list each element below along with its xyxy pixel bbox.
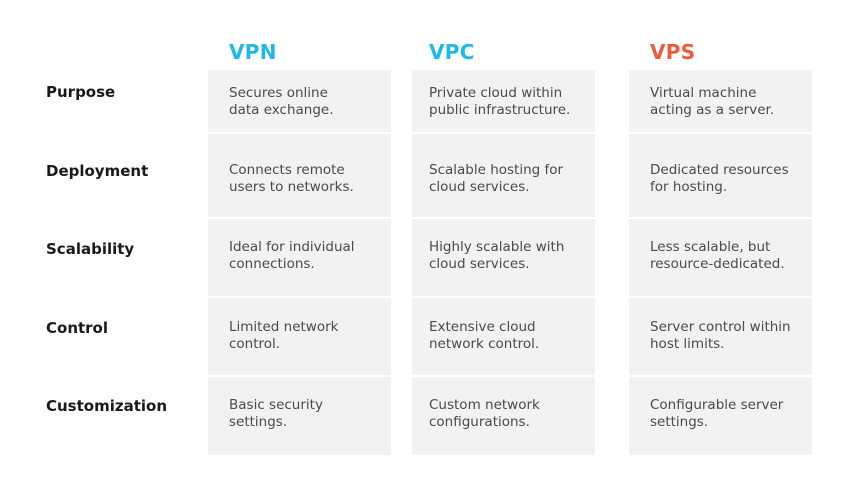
cell-line: Dedicated resources <box>650 162 789 178</box>
cell-line: Secures online <box>229 85 328 101</box>
cell-line: Basic security <box>229 397 323 413</box>
cell-line: Private cloud within <box>429 85 563 101</box>
cell-line: Limited network <box>229 319 339 335</box>
row-divider <box>208 375 391 377</box>
cell-line: users to networks. <box>229 179 354 195</box>
row-divider <box>412 296 595 298</box>
cell-line: settings. <box>229 414 288 430</box>
cell-line: network control. <box>429 336 540 352</box>
cell-purpose-vpc: Private cloud within public infrastructu… <box>429 85 570 119</box>
column-header-vpc: VPC <box>429 40 475 64</box>
cell-line: Less scalable, but <box>650 239 771 255</box>
cell-line: resource-dedicated. <box>650 256 785 272</box>
cell-line: data exchange. <box>229 102 334 118</box>
cell-line: Virtual machine <box>650 85 757 101</box>
cell-line: host limits. <box>650 336 725 352</box>
cell-line: for hosting. <box>650 179 728 195</box>
cell-line: acting as a server. <box>650 102 775 118</box>
cell-customization-vps: Configurable server settings. <box>650 397 783 431</box>
cell-deployment-vps: Dedicated resources for hosting. <box>650 162 789 196</box>
row-divider <box>629 296 812 298</box>
cell-control-vps: Server control within host limits. <box>650 319 791 353</box>
cell-line: Ideal for individual <box>229 239 355 255</box>
row-label-scalability: Scalability <box>46 240 135 258</box>
row-divider <box>629 132 812 134</box>
cell-line: control. <box>229 336 281 352</box>
cell-line: settings. <box>650 414 709 430</box>
cell-line: Connects remote <box>229 162 345 178</box>
row-divider <box>629 217 812 219</box>
row-label-deployment: Deployment <box>46 162 149 180</box>
row-divider <box>208 217 391 219</box>
cell-line: connections. <box>229 256 315 272</box>
row-label-control: Control <box>46 319 109 337</box>
cell-purpose-vps: Virtual machine acting as a server. <box>650 85 774 119</box>
cell-scalability-vpn: Ideal for individual connections. <box>229 239 355 273</box>
column-vpn <box>208 70 391 455</box>
cell-customization-vpn: Basic security settings. <box>229 397 323 431</box>
row-divider <box>412 217 595 219</box>
cell-line: cloud services. <box>429 256 530 272</box>
cell-deployment-vpc: Scalable hosting for cloud services. <box>429 162 563 196</box>
column-vps <box>629 70 812 455</box>
row-divider <box>208 296 391 298</box>
cell-scalability-vps: Less scalable, but resource-dedicated. <box>650 239 785 273</box>
cell-customization-vpc: Custom network configurations. <box>429 397 540 431</box>
cell-scalability-vpc: Highly scalable with cloud services. <box>429 239 564 273</box>
cell-control-vpn: Limited network control. <box>229 319 338 353</box>
cell-line: Custom network <box>429 397 540 413</box>
row-divider <box>208 132 391 134</box>
cell-line: public infrastructure. <box>429 102 571 118</box>
cell-control-vpc: Extensive cloud network control. <box>429 319 539 353</box>
row-label-customization: Customization <box>46 397 168 415</box>
cell-line: Scalable hosting for <box>429 162 564 178</box>
row-divider <box>629 375 812 377</box>
row-divider <box>412 375 595 377</box>
column-vpc <box>412 70 595 455</box>
cell-line: Highly scalable with <box>429 239 565 255</box>
column-header-vpn: VPN <box>229 40 277 64</box>
cell-deployment-vpn: Connects remote users to networks. <box>229 162 354 196</box>
row-label-purpose: Purpose <box>46 83 116 101</box>
cell-line: Extensive cloud <box>429 319 536 335</box>
row-divider <box>412 132 595 134</box>
cell-line: Configurable server <box>650 397 784 413</box>
cell-line: configurations. <box>429 414 530 430</box>
column-header-vps: VPS <box>650 40 696 64</box>
cell-purpose-vpn: Secures online data exchange. <box>229 85 334 119</box>
cell-line: Server control within <box>650 319 791 335</box>
cell-line: cloud services. <box>429 179 530 195</box>
